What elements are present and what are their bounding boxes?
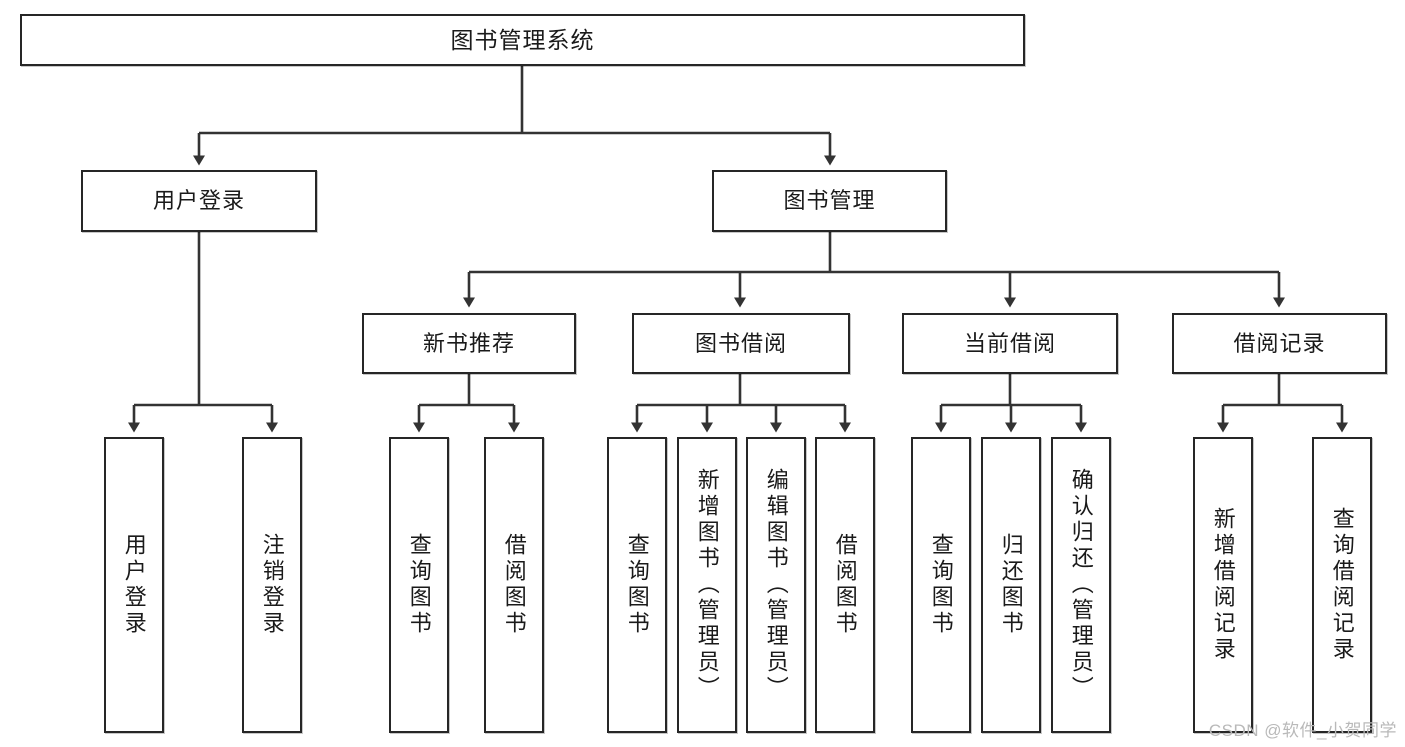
node-current-borrow[interactable]: 当前借阅 [902, 313, 1118, 374]
leaf-logout[interactable]: 注销登录 [242, 437, 302, 733]
node-label: 查询图书 [406, 533, 432, 637]
node-label: 图书管理 [783, 188, 876, 214]
leaf-edit-book-admin[interactable]: 编辑图书（管理员） [746, 437, 806, 733]
node-label: 查询借阅记录 [1329, 507, 1355, 663]
node-label: 归还图书 [998, 533, 1024, 637]
node-label: 用户登录 [152, 188, 245, 214]
node-root-library-system[interactable]: 图书管理系统 [20, 14, 1025, 66]
leaf-query-book-current[interactable]: 查询图书 [911, 437, 971, 733]
node-book-management[interactable]: 图书管理 [712, 170, 947, 232]
leaf-borrow-book[interactable]: 借阅图书 [815, 437, 875, 733]
node-label: 确认归还（管理员） [1068, 468, 1094, 702]
node-label: 借阅记录 [1233, 330, 1326, 356]
leaf-add-borrow-record[interactable]: 新增借阅记录 [1193, 437, 1253, 733]
node-label: 用户登录 [121, 533, 147, 637]
node-label: 编辑图书（管理员） [763, 468, 789, 702]
node-label: 图书管理系统 [450, 26, 595, 53]
node-book-borrow[interactable]: 图书借阅 [632, 313, 850, 374]
leaf-query-book-recommend[interactable]: 查询图书 [389, 437, 449, 733]
leaf-confirm-return-admin[interactable]: 确认归还（管理员） [1051, 437, 1111, 733]
leaf-user-login[interactable]: 用户登录 [104, 437, 164, 733]
leaf-query-borrow-record[interactable]: 查询借阅记录 [1312, 437, 1372, 733]
leaf-query-book-borrow[interactable]: 查询图书 [607, 437, 667, 733]
leaf-add-book-admin[interactable]: 新增图书（管理员） [677, 437, 737, 733]
node-label: 当前借阅 [963, 330, 1056, 356]
node-label: 查询图书 [928, 533, 954, 637]
node-new-book-recommend[interactable]: 新书推荐 [362, 313, 576, 374]
leaf-borrow-book-recommend[interactable]: 借阅图书 [484, 437, 544, 733]
node-label: 借阅图书 [501, 533, 527, 637]
watermark-text: CSDN @软件_小贺同学 [1208, 721, 1397, 740]
node-label: 新增借阅记录 [1210, 507, 1236, 663]
node-label: 新书推荐 [422, 330, 515, 356]
node-label: 查询图书 [624, 533, 650, 637]
node-label: 新增图书（管理员） [694, 468, 720, 702]
node-label: 注销登录 [259, 533, 285, 637]
node-borrow-record[interactable]: 借阅记录 [1172, 313, 1387, 374]
leaf-return-book[interactable]: 归还图书 [981, 437, 1041, 733]
node-label: 图书借阅 [694, 330, 787, 356]
node-user-login[interactable]: 用户登录 [81, 170, 317, 232]
node-label: 借阅图书 [832, 533, 858, 637]
